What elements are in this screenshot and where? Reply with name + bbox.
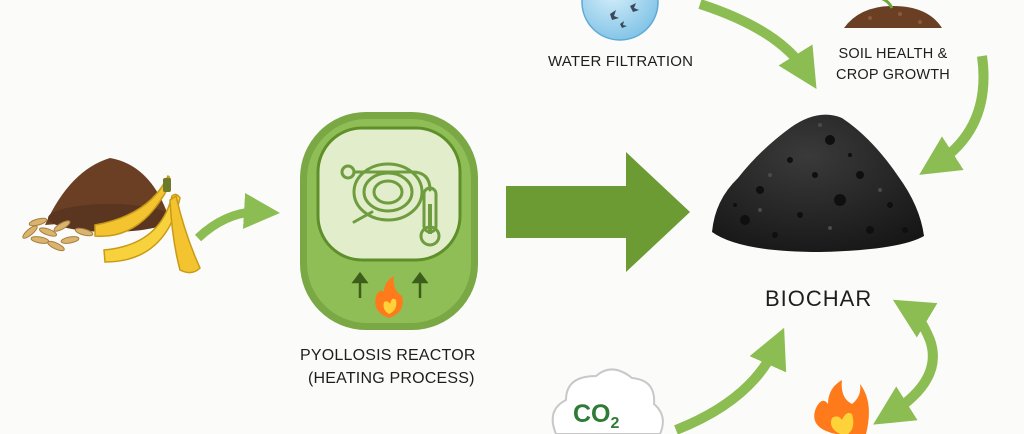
arrow-flame-cycle (873, 299, 938, 425)
thermometer-icon (419, 186, 441, 247)
soil-health-label: SOIL HEALTH & CROP GROWTH (834, 44, 952, 86)
water-filtration-label: WATER FILTRATION (548, 53, 694, 70)
arrow-water-to-biochar (698, 0, 817, 89)
flame-icon (375, 276, 403, 318)
arrow-soil-to-biochar (919, 55, 989, 175)
heat-up-arrows (351, 271, 429, 298)
biochar-pile-icon (712, 114, 924, 253)
biochar-label: BIOCHAR (765, 286, 873, 311)
heating-process-label: (HEATING PROCESS) (308, 370, 475, 387)
flame-icon (814, 380, 869, 434)
co2-subscript: 2 (610, 415, 620, 432)
banana-icon (94, 174, 201, 274)
arrow-co2-to-biochar (674, 327, 787, 434)
soil-mound-icon (844, 0, 942, 28)
co2-label: CO2 (573, 400, 619, 433)
arrow-biomass-to-reactor (194, 192, 280, 242)
spiral-coil-icon (340, 162, 432, 224)
arrow-reactor-to-biochar (506, 152, 690, 272)
soil-health-line1: SOIL HEALTH & (838, 46, 948, 62)
co2-cloud-icon (551, 368, 664, 434)
reactor-icon (300, 112, 478, 330)
soil-health-line2: CROP GROWTH (836, 67, 950, 83)
water-drop-icon (581, 0, 659, 41)
reactor-label: PYOLLOSIS REACTOR (300, 347, 476, 364)
co2-main: CO (573, 400, 611, 428)
